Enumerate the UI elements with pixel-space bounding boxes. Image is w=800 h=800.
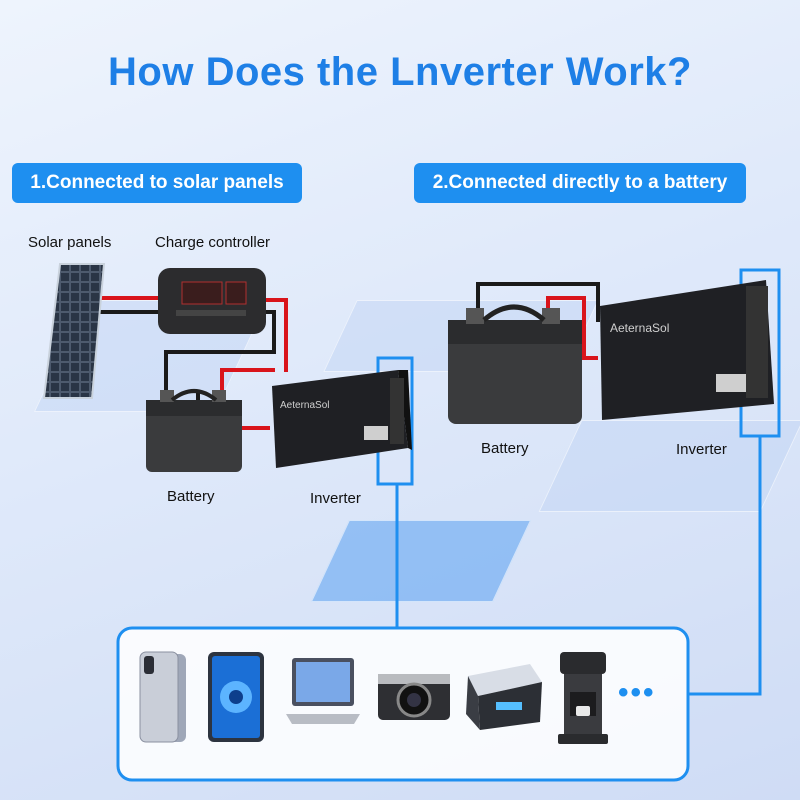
inverter-icon: AeternaSol <box>600 280 774 420</box>
solar-panel-icon <box>42 263 106 399</box>
section-label-battery: 2.Connected directly to a battery <box>414 163 746 203</box>
wire-black <box>476 282 600 322</box>
label-inverter: Inverter <box>310 490 361 507</box>
battery-icon <box>448 304 582 424</box>
laptop-icon <box>286 658 360 724</box>
label-solar-panels: Solar panels <box>28 234 112 251</box>
coffee-machine-icon <box>558 652 608 744</box>
label-charge-controller: Charge controller <box>155 234 271 251</box>
charge-controller-icon <box>158 268 266 334</box>
connector-line <box>688 436 762 696</box>
phone-icon <box>139 651 186 743</box>
more-icon: ••• <box>618 676 656 709</box>
section-label-solar: 1.Connected to solar panels <box>12 163 302 203</box>
inverter-icon: AeternaSol <box>272 370 412 468</box>
brand-label: AeternaSol <box>280 400 329 411</box>
wire-red <box>546 296 598 360</box>
camera-icon <box>378 674 450 720</box>
tablet-icon <box>208 652 264 742</box>
brand-label: AeternaSol <box>610 321 669 335</box>
battery-icon <box>146 389 242 472</box>
label-battery: Battery <box>481 440 529 457</box>
label-battery: Battery <box>167 488 215 505</box>
label-inverter: Inverter <box>676 441 727 458</box>
page-title: How Does the Lnverter Work? <box>108 50 692 94</box>
cooler-icon <box>466 664 542 730</box>
